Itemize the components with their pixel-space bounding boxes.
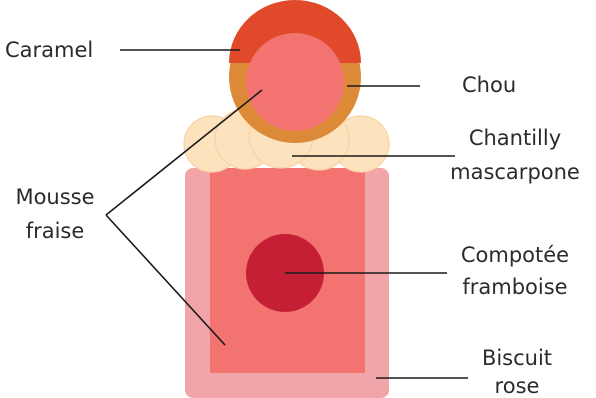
chantilly-label-line2: mascarpone	[450, 160, 580, 184]
mousse-label-line2: fraise	[26, 219, 85, 243]
compotee-label-line2: framboise	[462, 275, 567, 299]
mousse-label-line1: Mousse	[15, 185, 94, 209]
chou-label: Chou	[462, 73, 516, 97]
chou-mousse-filling	[246, 33, 344, 131]
caramel-label: Caramel	[5, 38, 93, 62]
chou-with-caramel	[229, 0, 361, 143]
compotee-label-line1: Compotée	[461, 243, 569, 267]
chantilly-label-line1: Chantilly	[469, 126, 561, 150]
dessert-illustration	[184, 0, 389, 398]
biscuit-label-line2: rose	[495, 374, 540, 398]
biscuit-label-line1: Biscuit	[482, 346, 552, 370]
